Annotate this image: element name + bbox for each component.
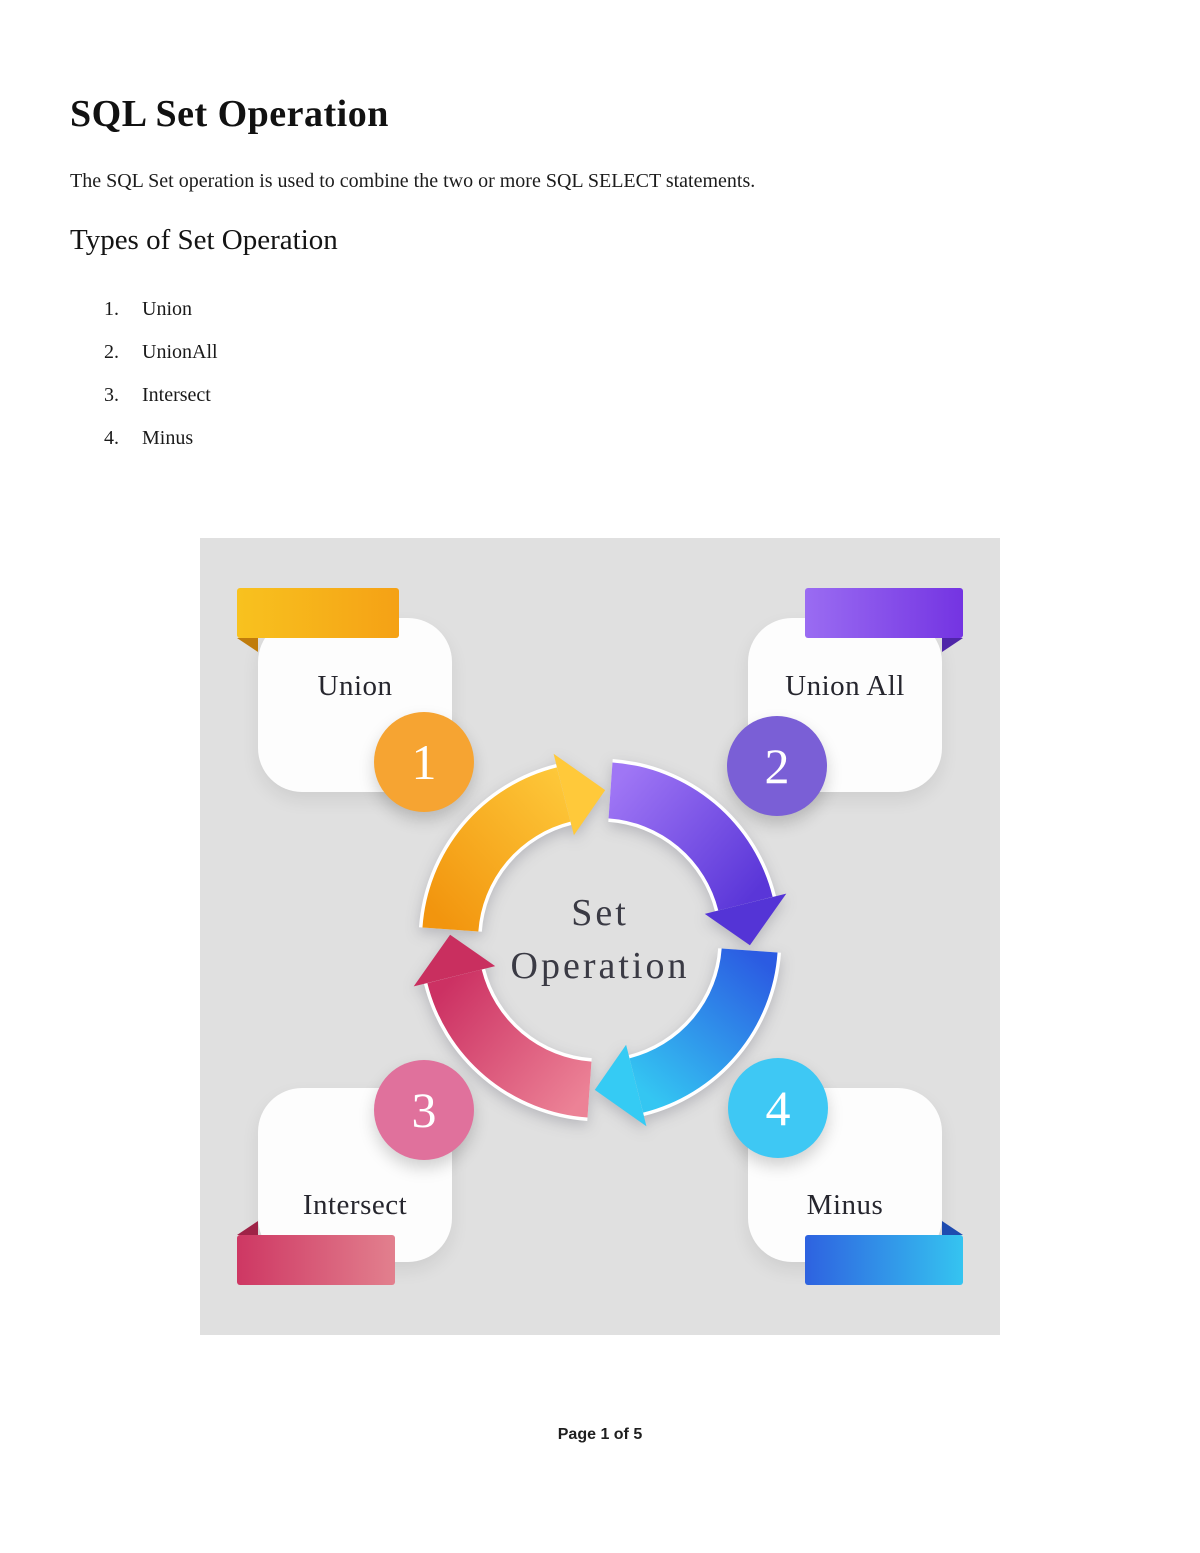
list-item: 1. Union — [104, 298, 218, 320]
diagram-card-union-all: Union All — [748, 618, 942, 792]
diagram-card-union-all-label: Union All — [785, 670, 905, 702]
list-item-number: 3. — [104, 384, 119, 406]
list-item-number: 2. — [104, 341, 119, 363]
diagram-center-line2: Operation — [510, 945, 690, 987]
page-footer: Page 1 of 5 — [557, 1426, 643, 1443]
ring-segment-union-all — [607, 762, 773, 912]
diagram-center-title: Set Operation — [511, 887, 690, 993]
circular-arrows-ring — [413, 753, 787, 1127]
list-item: 2. UnionAll — [104, 341, 218, 363]
step-circle-3: 3 — [374, 1060, 474, 1160]
ribbon-minus — [805, 1235, 963, 1285]
list-item: 4. Minus — [104, 427, 218, 449]
set-operation-diagram: Union 1 Union All 2 Intersect 3 Minus 4 … — [200, 538, 1000, 1335]
ring-segment-intersect — [427, 968, 593, 1118]
list-item-number: 1. — [104, 298, 119, 320]
ribbon-intersect — [237, 1235, 395, 1285]
list-item-label: Minus — [142, 427, 194, 449]
list-item-label: UnionAll — [142, 341, 218, 363]
section-heading: Types of Set Operation — [70, 224, 338, 256]
list-item-number: 4. — [104, 427, 119, 449]
list-item-label: Intersect — [142, 384, 211, 406]
diagram-card-minus-label: Minus — [806, 1189, 884, 1221]
diagram-card-union-label: Union — [317, 670, 393, 702]
ring-segment-union — [422, 767, 572, 933]
step-circle-2: 2 — [727, 716, 827, 816]
diagram-card-intersect-label: Intersect — [302, 1189, 408, 1221]
ring-arrow-minus — [594, 1044, 647, 1127]
ring-arrow-union-all — [704, 893, 787, 946]
ring-arrow-union — [553, 753, 606, 836]
ribbon-union-all — [805, 588, 963, 638]
list-item: 3. Intersect — [104, 384, 218, 406]
step-circle-1: 1 — [374, 712, 474, 812]
step-circle-4: 4 — [728, 1058, 828, 1158]
ribbon-union — [237, 588, 399, 638]
ring-arrow-intersect — [413, 934, 496, 987]
set-operations-list: 1. Union 2. UnionAll 3. Intersect 4. Min… — [104, 298, 218, 470]
page-title: SQL Set Operation — [70, 93, 389, 135]
intro-paragraph: The SQL Set operation is used to combine… — [70, 170, 756, 192]
diagram-center-line1: Set — [571, 891, 629, 934]
list-item-label: Union — [142, 298, 192, 320]
ring-segment-minus — [628, 947, 778, 1113]
